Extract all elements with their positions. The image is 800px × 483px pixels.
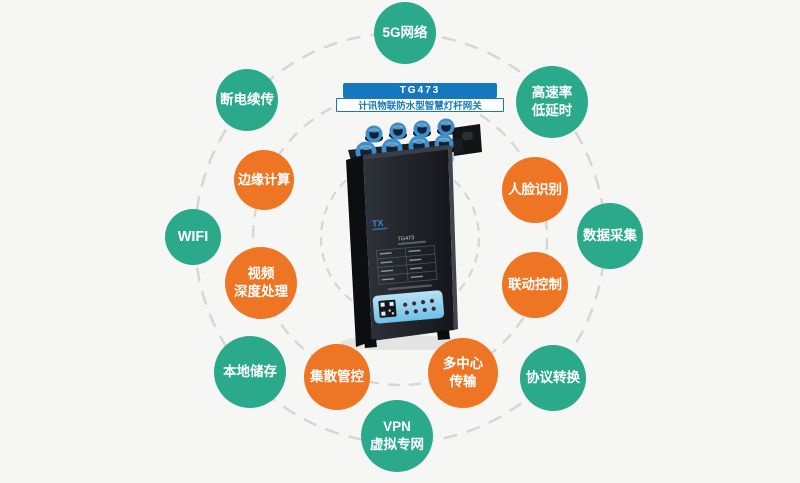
feature-label-line: 本地储存 — [223, 364, 277, 380]
feature-bubble-multi-center-transmission: 多中心传输 — [428, 338, 498, 408]
middle-ring — [251, 89, 549, 387]
device-photo: TX TG473 — [340, 118, 482, 350]
device-foot-right — [437, 330, 450, 340]
feature-bubble-centralized-management: 集散管控 — [304, 344, 370, 410]
feature-label-line: 协议转换 — [526, 370, 580, 386]
device-side — [346, 155, 372, 347]
feature-bubble-5g-network: 5G网络 — [374, 2, 436, 64]
feature-label-line: 人脸识别 — [508, 182, 562, 198]
feature-label-line: 虚拟专网 — [370, 437, 424, 452]
feature-label-line: 5G网络 — [382, 25, 428, 41]
cable-glands-back-row — [365, 118, 455, 143]
feature-label-line: 高速率 — [531, 85, 573, 101]
feature-label-line: 深度处理 — [234, 284, 288, 299]
feature-label-line: 传输 — [449, 374, 477, 389]
feature-label-line: 边缘计算 — [237, 171, 290, 187]
feature-label-line: 数据采集 — [583, 228, 637, 244]
device-top-edge — [363, 145, 449, 160]
feature-bubble-high-speed-low-latency: 高速率低延时 — [516, 66, 588, 138]
feature-bubble-face-recognition: 人脸识别 — [502, 157, 568, 223]
feature-bubble-linkage-control: 联动控制 — [502, 252, 568, 318]
feature-label-line: 低延时 — [531, 103, 573, 118]
device-model-text: TG473 — [397, 235, 414, 242]
feature-bubble-data-collection: 数据采集 — [577, 203, 643, 269]
device-spec-table — [375, 245, 438, 285]
model-badge: TG473 — [343, 83, 497, 98]
feature-bubble-protocol-conversion: 协议转换 — [520, 345, 586, 411]
feature-label-line: WIFI — [177, 228, 209, 245]
feature-bubble-vpn-private-network: VPN 虚拟专网 — [361, 400, 433, 472]
feature-bubble-local-storage: 本地储存 — [214, 336, 286, 408]
feature-label-line: 断电续传 — [220, 92, 274, 108]
device-foot-left — [364, 339, 377, 348]
device-spec-text-rows — [379, 249, 423, 281]
feature-bubble-video-deep-processing: 视频深度处理 — [225, 247, 297, 319]
bracket-slot — [461, 131, 474, 141]
product-name-badge: 计讯物联防水型智慧灯杆网关 — [336, 98, 504, 112]
device-brand-logo: TX — [372, 218, 384, 229]
feature-label-line: 视频 — [247, 266, 275, 282]
device-right-edge — [448, 145, 458, 330]
feature-bubble-power-failure-resume: 断电续传 — [216, 69, 278, 131]
feature-label-line: 联动控制 — [508, 277, 562, 293]
feature-label-line: 集散管控 — [310, 369, 364, 385]
feature-label-line: 多中心 — [442, 356, 484, 372]
feature-label-line: VPN — [383, 419, 411, 435]
feature-bubble-wifi: WIFI — [165, 209, 221, 265]
device-company-line — [387, 284, 432, 291]
device-qr-code — [378, 299, 397, 318]
device-led-holes — [403, 298, 436, 315]
device-label: TX TG473 — [372, 218, 445, 324]
feature-bubble-edge-computing: 边缘计算 — [234, 150, 294, 210]
